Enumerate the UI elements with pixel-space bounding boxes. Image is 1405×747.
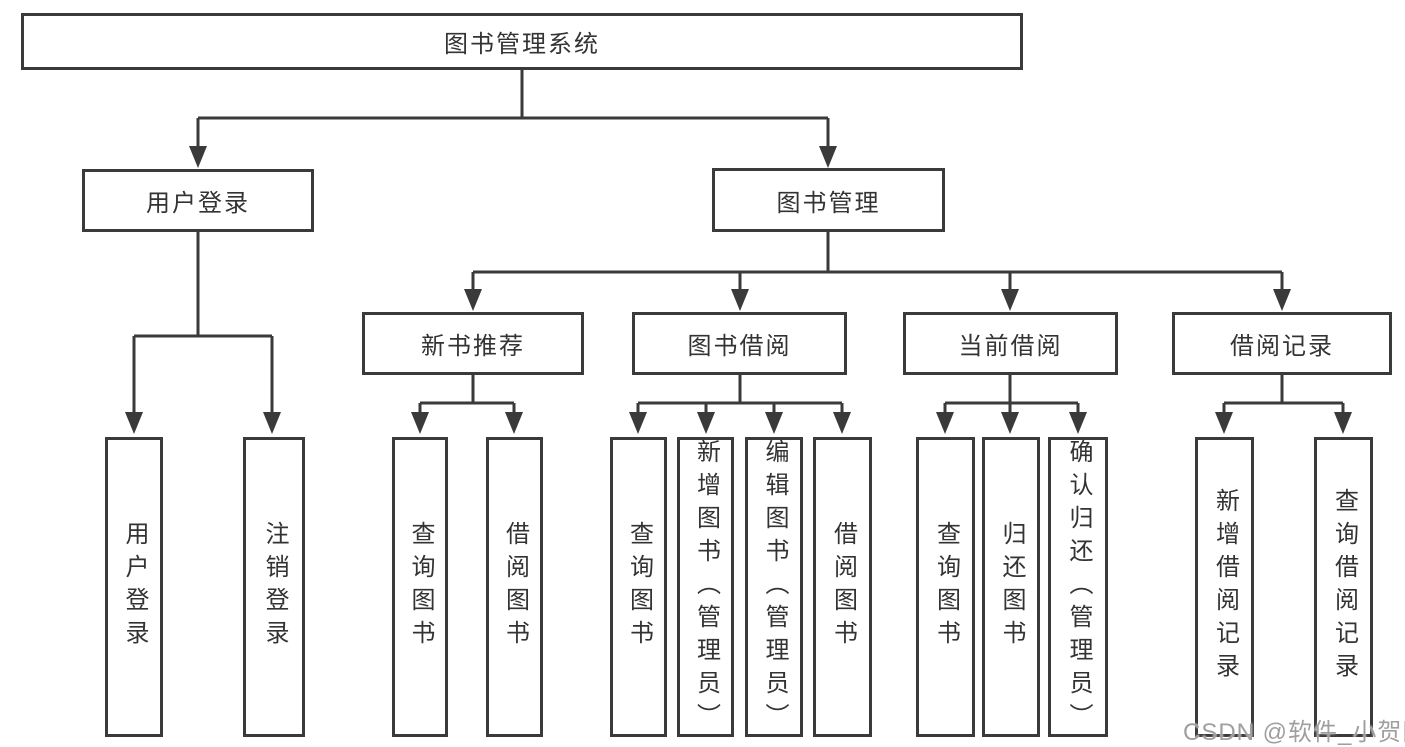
node-label: 借阅记录 xyxy=(1230,333,1334,360)
node-label: 图书管理系统 xyxy=(444,31,600,58)
leaf-label: 借阅图书 xyxy=(501,521,529,653)
leaf-label: 编辑图书（管理员） xyxy=(761,438,788,736)
arrowhead-icons xyxy=(125,146,1352,434)
leaf-return-book: 归还图书 xyxy=(982,437,1040,737)
leaf-query-book: 查询图书 xyxy=(392,437,448,737)
leaf-query-borrow-record: 查询借阅记录 xyxy=(1314,437,1373,737)
leaf-borrow-book: 借阅图书 xyxy=(486,437,543,737)
leaf-label: 新增借阅记录 xyxy=(1211,488,1239,686)
leaf-confirm-return-admin: 确认归还（管理员） xyxy=(1048,437,1108,737)
leaf-label: 归还图书 xyxy=(998,521,1025,653)
leaf-label: 用户登录 xyxy=(121,521,148,653)
leaf-label: 查询图书 xyxy=(932,521,960,653)
node-label: 用户登录 xyxy=(146,190,250,217)
leaf-label: 查询图书 xyxy=(407,521,434,653)
node-current-borrow: 当前借阅 xyxy=(903,312,1118,375)
node-book-management: 图书管理 xyxy=(712,168,945,232)
leaf-label: 查询图书 xyxy=(625,521,653,653)
node-label: 当前借阅 xyxy=(958,333,1063,360)
node-label: 图书管理 xyxy=(776,189,881,217)
leaf-logout: 注销登录 xyxy=(243,437,305,737)
leaf-edit-book-admin: 编辑图书（管理员） xyxy=(745,437,803,737)
leaf-label: 确认归还（管理员） xyxy=(1065,438,1092,736)
leaf-label: 借阅图书 xyxy=(829,521,857,653)
csdn-watermark: CSDN @软件_小贺同学 xyxy=(1183,719,1405,746)
node-label: 新书推荐 xyxy=(421,333,525,360)
leaf-borrow-book: 借阅图书 xyxy=(813,437,872,737)
node-borrow-record: 借阅记录 xyxy=(1172,312,1392,375)
leaf-add-book-admin: 新增图书（管理员） xyxy=(677,437,734,737)
leaf-add-borrow-record: 新增借阅记录 xyxy=(1195,437,1254,737)
leaf-query-book: 查询图书 xyxy=(610,437,667,737)
node-book-borrow: 图书借阅 xyxy=(632,312,847,375)
node-user-login: 用户登录 xyxy=(82,169,314,232)
leaf-user-login: 用户登录 xyxy=(105,437,163,737)
leaf-label: 新增图书（管理员） xyxy=(692,438,720,736)
node-label: 图书借阅 xyxy=(687,333,792,360)
leaf-label: 注销登录 xyxy=(261,521,288,653)
node-new-book-recommend: 新书推荐 xyxy=(362,312,584,375)
leaf-query-book: 查询图书 xyxy=(916,437,975,737)
node-root-library-system: 图书管理系统 xyxy=(21,13,1023,70)
leaf-label: 查询借阅记录 xyxy=(1330,488,1358,686)
